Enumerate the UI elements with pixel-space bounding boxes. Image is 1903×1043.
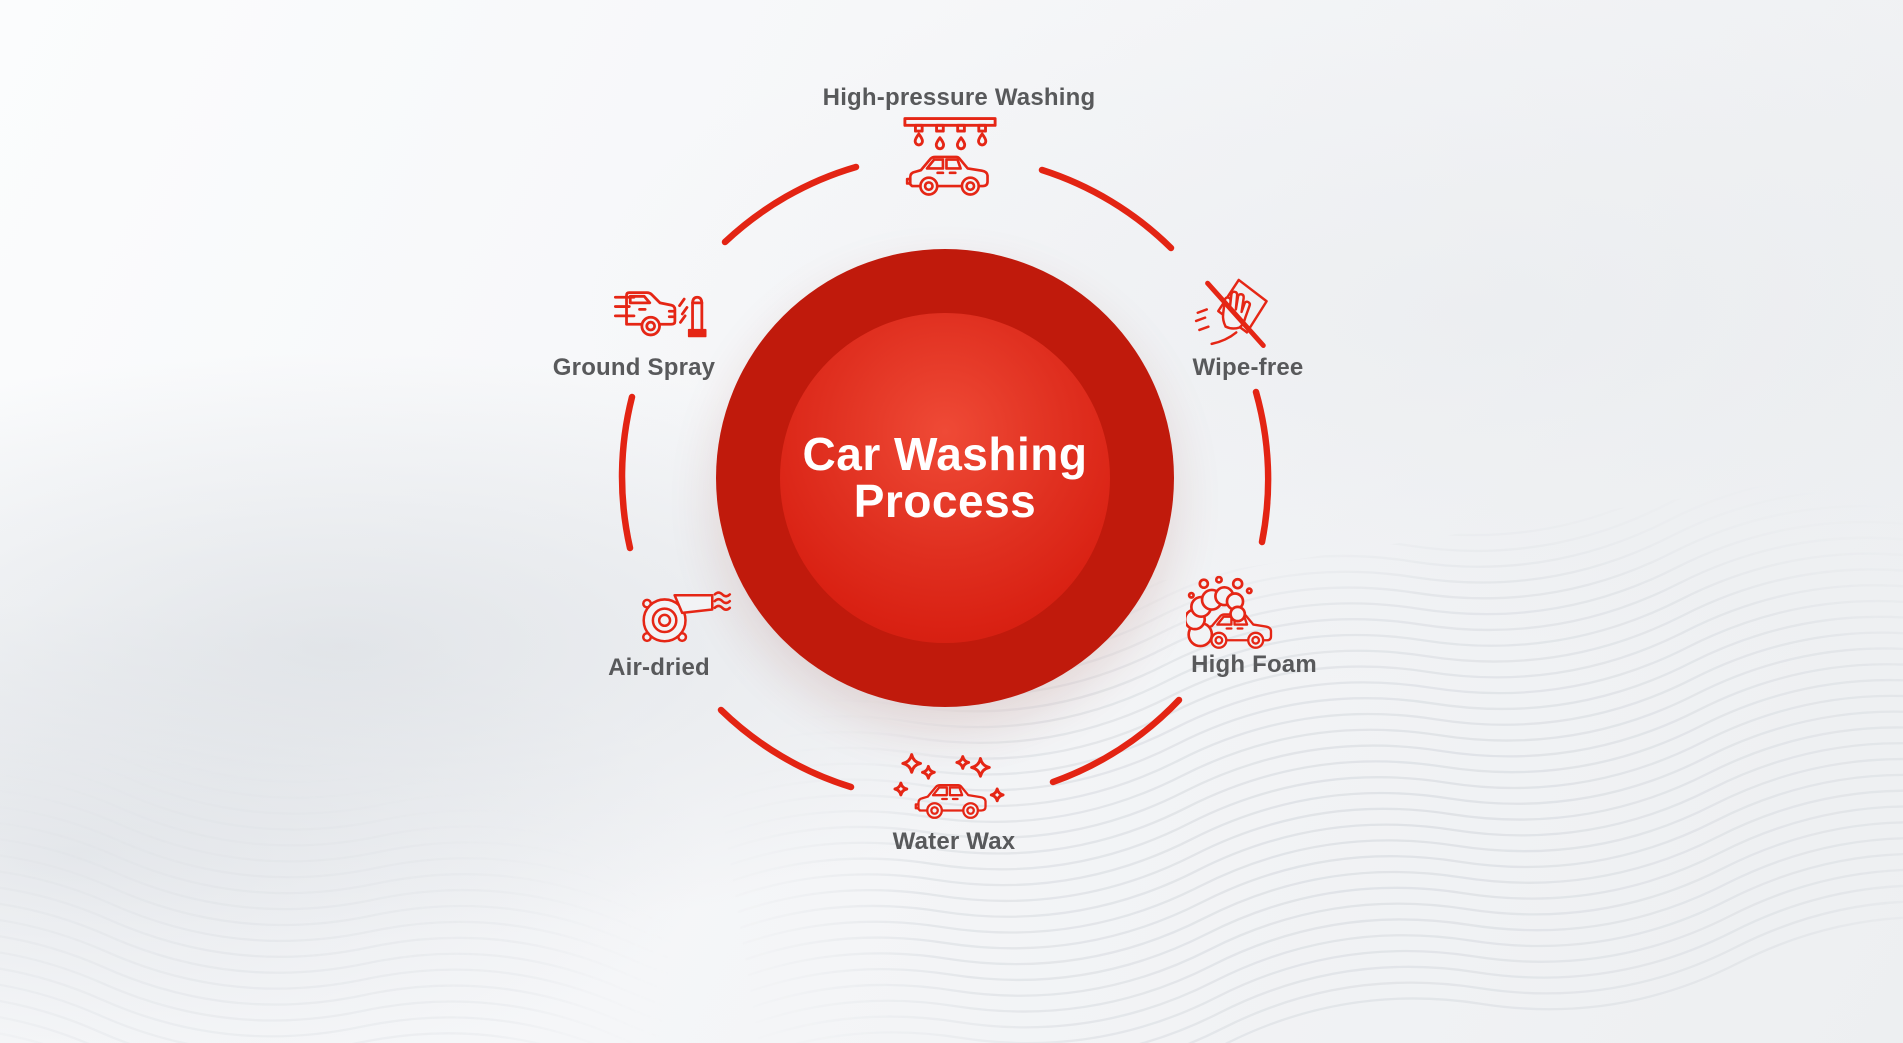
- step-label-water-wax: Water Wax: [892, 828, 1016, 855]
- step-label-air-dried: Air-dried: [608, 654, 710, 681]
- arc-segment: [1049, 696, 1183, 786]
- page-title: Car Washing Process: [803, 431, 1088, 525]
- sprinkler-car-icon: [903, 117, 997, 196]
- arc-segment: [717, 706, 855, 791]
- step-label-high-foam: High Foam: [1191, 651, 1317, 678]
- dune-ripple-texture-bottom-left: [0, 704, 688, 1043]
- no-hand-wipe-icon: [1194, 278, 1268, 348]
- step-label-wipe-free: Wipe-free: [1192, 354, 1304, 381]
- center-circle-core: Car Washing Process: [780, 313, 1110, 643]
- foam-car-icon: [1186, 575, 1273, 649]
- title-line-2: Process: [853, 475, 1037, 527]
- car-spray-post-icon: [613, 291, 707, 338]
- arc-segment: [618, 393, 636, 552]
- title-line-1: Car Washing: [802, 428, 1088, 480]
- step-label-high-pressure-washing: High-pressure Washing: [822, 84, 1096, 111]
- sparkle-car-icon: [893, 753, 1005, 819]
- air-blower-icon: [642, 591, 732, 643]
- center-circle: Car Washing Process: [716, 249, 1174, 707]
- arc-segment: [1038, 166, 1175, 252]
- arc-segment: [721, 163, 860, 246]
- step-label-ground-spray: Ground Spray: [552, 354, 716, 381]
- arc-segment: [1252, 388, 1272, 546]
